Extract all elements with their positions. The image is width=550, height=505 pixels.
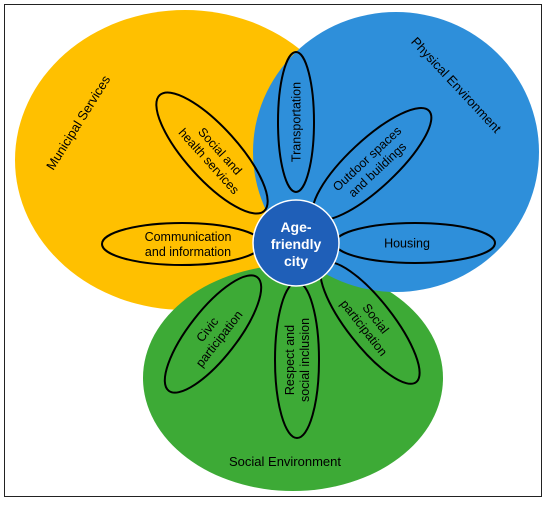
center-label-line2: friendly xyxy=(271,236,322,252)
center-label-line3: city xyxy=(284,253,308,269)
social-environment-label: Social Environment xyxy=(229,454,341,469)
petal-label-housing: Housing xyxy=(384,237,430,251)
petal-label-communication-line1: Communication xyxy=(145,230,232,244)
petal-health-services xyxy=(155,91,269,215)
social-environment-circle xyxy=(143,265,443,491)
petal-label-respect-line2: social inclusion xyxy=(298,318,312,402)
petal-label-transportation: Transportation xyxy=(290,82,304,162)
center-label-line1: Age- xyxy=(280,219,311,235)
petal-civic-participation xyxy=(163,274,263,394)
petal-label-communication-line2: and information xyxy=(145,245,231,259)
petal-label-respect-line1: Respect and xyxy=(283,325,297,395)
age-friendly-city-center xyxy=(252,199,340,287)
petal-transportation xyxy=(277,51,315,193)
